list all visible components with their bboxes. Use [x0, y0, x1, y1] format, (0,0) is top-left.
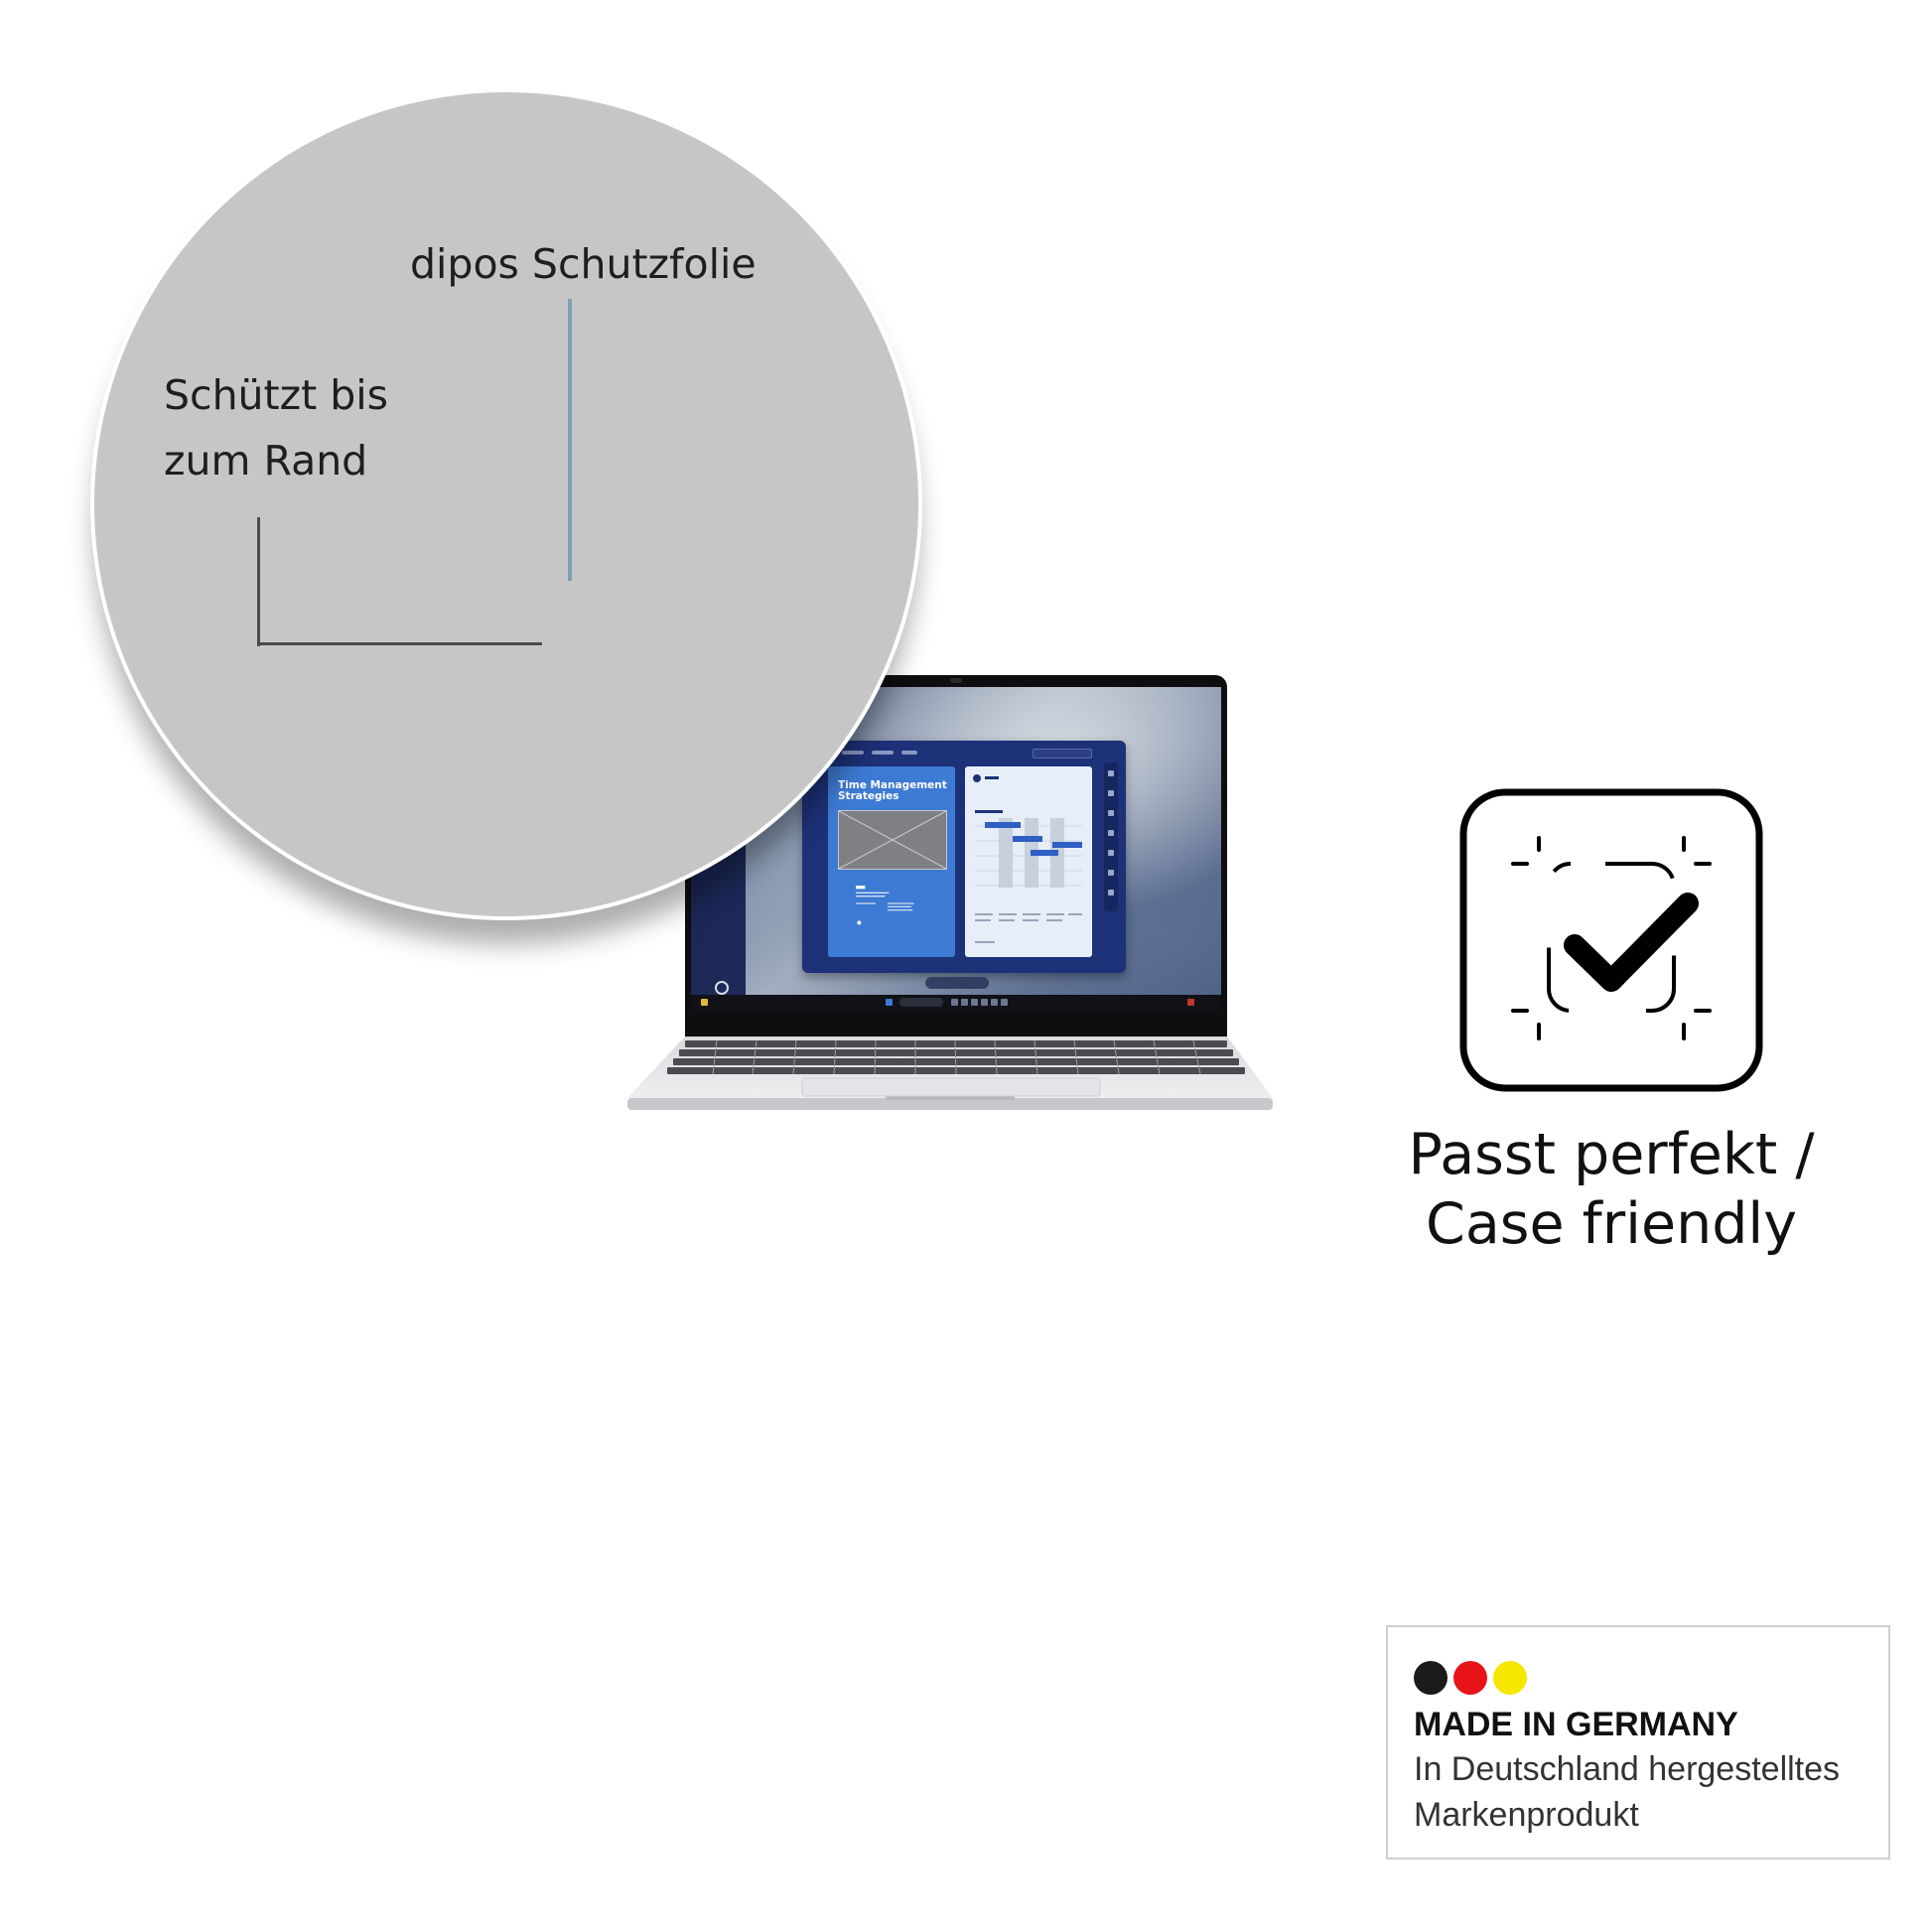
flag-dot-red-icon — [1453, 1661, 1487, 1695]
app-menu-bar — [872, 751, 894, 755]
presentation-app-window: Time Management Strategies — [802, 741, 1126, 973]
edge-protection-label-line2: zum Rand — [164, 437, 368, 484]
app-menu-bar — [842, 751, 864, 755]
made-in-germany-subtitle-line2: Markenprodukt — [1414, 1796, 1639, 1834]
laptop-lid: Time Management Strategies — [685, 675, 1227, 1038]
screen-taskbar — [691, 995, 1221, 1010]
zoom-callout-circle: dipos Schutzfolie Schützt bis zum Rand — [94, 92, 918, 916]
protective-film-label: dipos Schutzfolie — [410, 240, 757, 288]
slide-title: Time Management Strategies — [838, 779, 947, 802]
laptop-keyboard-deck — [627, 1036, 1273, 1110]
app-menu-bar — [901, 751, 917, 755]
fit-feature-label-line2: Case friendly — [1426, 1191, 1797, 1257]
screen-dock — [925, 977, 989, 989]
webcam — [950, 678, 962, 683]
flag-dot-black-icon — [1414, 1661, 1448, 1695]
made-in-germany-subtitle-line1: In Deutschland hergestelltes — [1414, 1750, 1841, 1788]
flag-dot-gold-icon — [1493, 1661, 1527, 1695]
fit-feature-label-line1: Passt perfekt / — [1408, 1122, 1815, 1187]
app-search-field — [1033, 749, 1092, 759]
toolbar-strip — [1104, 762, 1118, 911]
fit-feature-label: Passt perfekt / Case friendly — [1385, 1120, 1838, 1259]
edge-indicator-horizontal-line — [257, 642, 542, 645]
made-in-germany-badge: MADE IN GERMANY In Deutschland hergestel… — [1386, 1625, 1890, 1860]
laptop-screen: Time Management Strategies — [691, 687, 1221, 1010]
sidebar-dot-icon — [715, 981, 729, 995]
slide-right — [965, 766, 1092, 957]
slide-image-placeholder — [838, 810, 947, 870]
fit-check-icon — [1459, 788, 1763, 1092]
edge-indicator-vertical-line — [257, 517, 260, 646]
edge-protection-label-line1: Schützt bis — [164, 371, 389, 419]
slide-left: Time Management Strategies — [828, 766, 955, 957]
protective-film-indicator-line — [568, 299, 572, 581]
made-in-germany-subtitle: In Deutschland hergestelltes Markenprodu… — [1414, 1746, 1840, 1838]
made-in-germany-title: MADE IN GERMANY — [1414, 1706, 1738, 1743]
laptop-illustration: Time Management Strategies — [627, 675, 1273, 1122]
edge-protection-label: Schützt bis zum Rand — [164, 362, 388, 493]
slide-text-lines — [856, 886, 914, 925]
